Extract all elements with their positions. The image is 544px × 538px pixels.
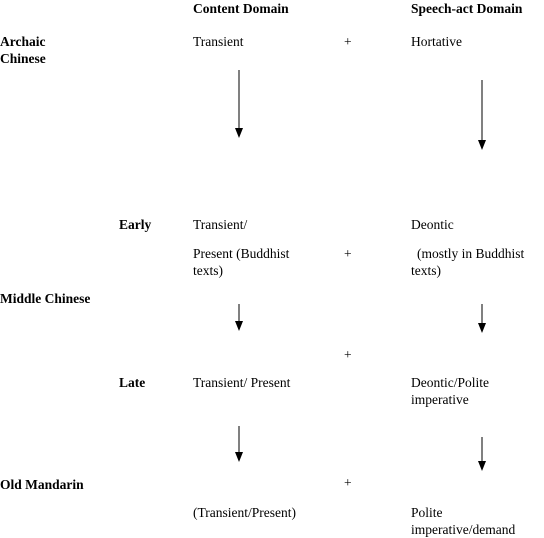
period-archaic-line1: Archaic xyxy=(0,34,46,49)
arrow-speech-act-archaic-to-early xyxy=(478,80,486,150)
content-archaic: Transient xyxy=(193,34,244,49)
speech-act-old-mandarin-line2: imperative/demand xyxy=(411,522,516,537)
arrow-speech-act-early-to-late xyxy=(478,304,486,333)
content-early-line1: Transient/ xyxy=(193,217,248,232)
speech-act-late-line1: Deontic/Polite xyxy=(411,375,489,390)
content-early-line2: Present (Buddhist xyxy=(193,246,290,261)
speech-act-archaic: Hortative xyxy=(411,34,462,49)
arrow-content-late-to-old-mandarin xyxy=(235,426,243,462)
content-old-mandarin: (Transient/Present) xyxy=(193,505,296,520)
period-archaic-line2: Chinese xyxy=(0,51,46,66)
plus-sign-early: + xyxy=(344,246,352,261)
speech-act-old-mandarin-line1: Polite xyxy=(411,505,443,520)
content-late: Transient/ Present xyxy=(193,375,291,390)
period-late: Late xyxy=(119,375,146,390)
arrow-content-archaic-to-early xyxy=(235,70,243,138)
speech-act-early-line2: (mostly in Buddhist xyxy=(417,246,525,261)
arrow-speech-act-late-to-old-mandarin xyxy=(478,437,486,471)
plus-sign-middle: + xyxy=(344,347,352,362)
speech-act-early-line1: Deontic xyxy=(411,217,454,232)
arrow-content-early-to-late xyxy=(235,304,243,331)
plus-sign-old-mandarin: + xyxy=(344,475,352,490)
speech-act-late-line2: imperative xyxy=(411,392,469,407)
header-speech-act-domain: Speech-act Domain xyxy=(411,1,523,16)
plus-sign-archaic: + xyxy=(344,34,352,49)
header-content-domain: Content Domain xyxy=(193,1,289,16)
period-early: Early xyxy=(119,217,152,232)
period-old-mandarin: Old Mandarin xyxy=(0,477,84,492)
speech-act-early-line3: texts) xyxy=(411,263,441,278)
period-middle-chinese: Middle Chinese xyxy=(0,291,91,306)
content-early-line3: texts) xyxy=(193,263,223,278)
